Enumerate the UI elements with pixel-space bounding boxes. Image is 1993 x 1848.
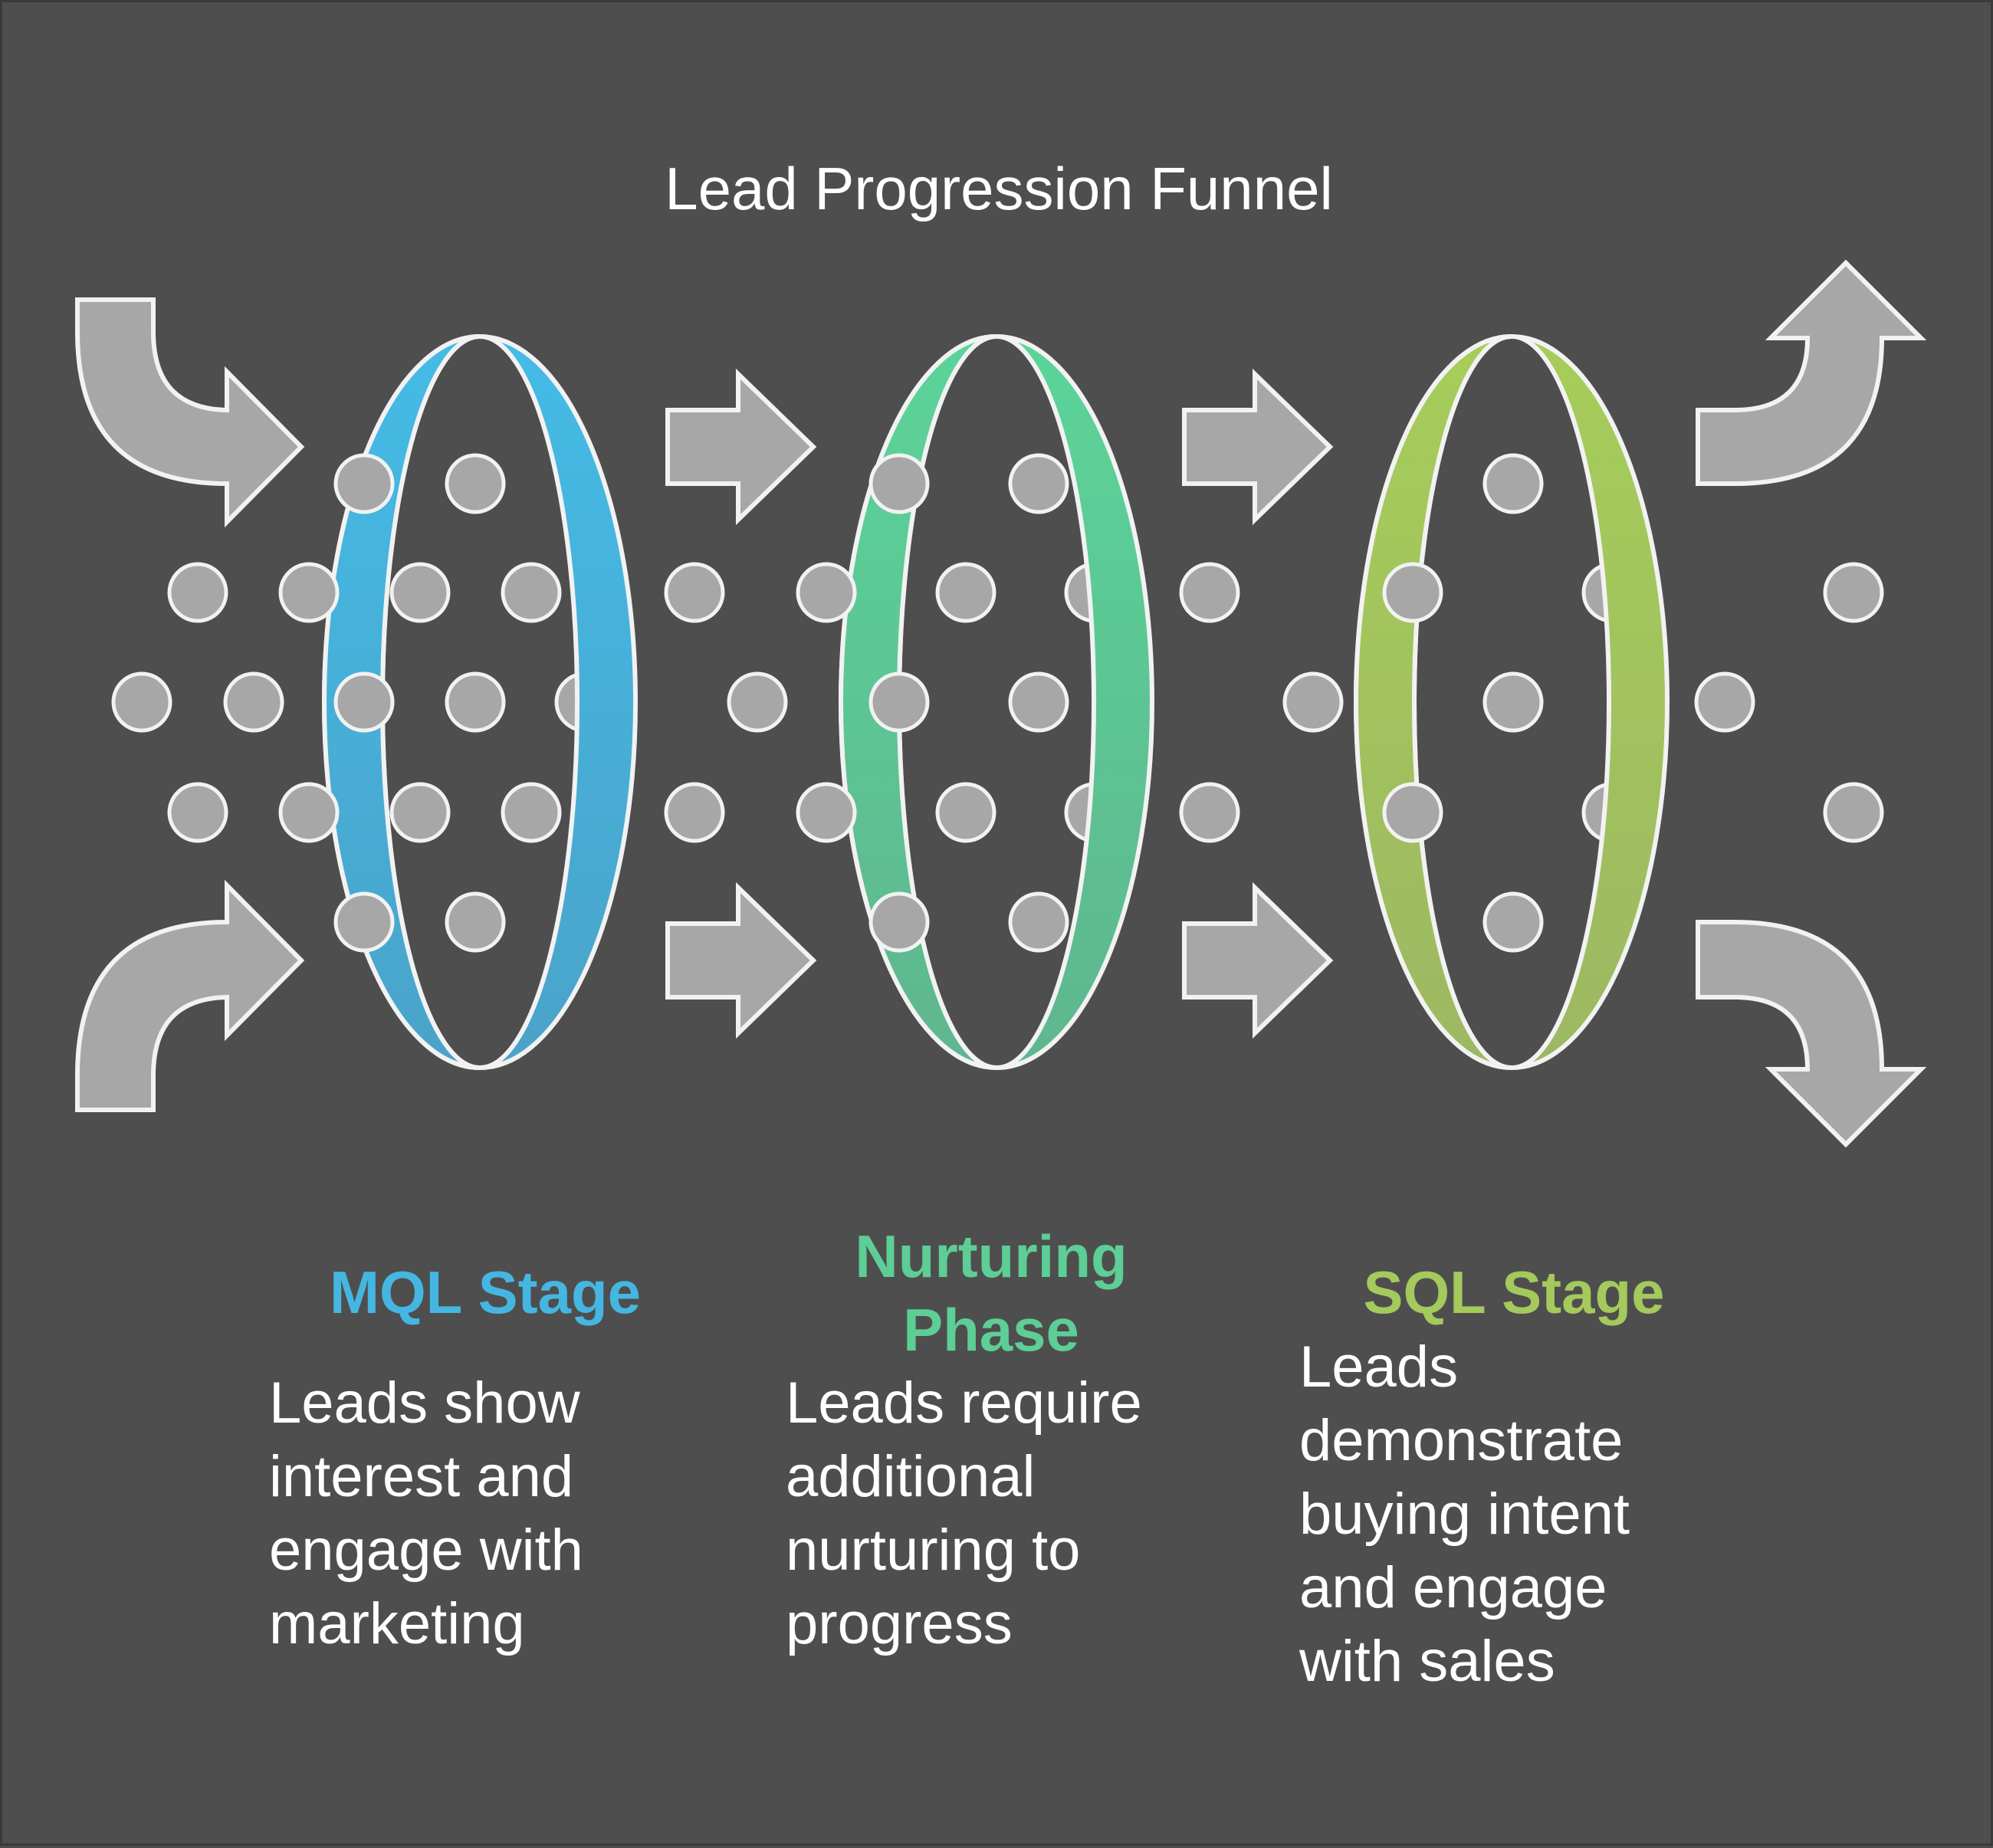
lead-dot-icon (1008, 453, 1069, 514)
lead-dot-icon (501, 782, 562, 843)
lead-dot-icon (501, 562, 562, 623)
flow-arrows (75, 259, 1927, 1148)
lead-dot-icon (868, 453, 930, 514)
right-arrow-icon (665, 881, 817, 1039)
lead-dot-icon (796, 562, 857, 623)
lead-dot-icon (223, 671, 284, 733)
lead-dot-icon (935, 562, 996, 623)
lead-dot-icon (1179, 562, 1240, 623)
stage-description-sql: Leads demonstrate buying intent and enga… (1299, 1334, 1630, 1694)
lead-dot-icon (389, 782, 451, 843)
lead-dot-icon (445, 453, 506, 514)
lead-dot-icon (1382, 562, 1443, 623)
diagram-title: Lead Progression Funnel (665, 155, 1333, 222)
lead-dot-icon (389, 562, 451, 623)
lead-dot-icon (727, 671, 788, 733)
funnel-rings (322, 333, 1670, 1071)
lead-dot-icon (1482, 891, 1544, 953)
lead-dot-icon (1823, 562, 1884, 623)
curved-arrow-icon (75, 879, 305, 1112)
lead-dot-icon (333, 671, 395, 733)
nurturing-ring-icon (839, 333, 1154, 1071)
lead-dot-icon (111, 671, 172, 733)
lead-dot-icon (1823, 782, 1884, 843)
lead-dot-icon (333, 891, 395, 953)
lead-dot-icon (167, 562, 228, 623)
lead-dot-icon (664, 782, 725, 843)
stage-description-nurturing: Leads require additional nurturing to pr… (786, 1370, 1142, 1656)
lead-dot-icon (1008, 891, 1069, 953)
lead-dot-icon (796, 782, 857, 843)
mql-ring-icon (322, 333, 638, 1071)
lead-dot-icon (278, 782, 340, 843)
lead-dot-icon (935, 782, 996, 843)
curved-arrow-icon (1696, 259, 1927, 486)
stage-description-mql: Leads show interest and engage with mark… (269, 1370, 583, 1656)
lead-dot-icon (167, 782, 228, 843)
lead-dot-icon (868, 891, 930, 953)
curved-arrow-icon (75, 297, 305, 528)
lead-dot-icon (1482, 453, 1544, 514)
lead-dot-icon (1694, 671, 1755, 733)
curved-arrow-icon (1696, 920, 1927, 1148)
lead-dot-icon (445, 671, 506, 733)
lead-dot-icon (445, 891, 506, 953)
right-arrow-icon (1182, 368, 1334, 526)
stage-title-sql: SQL Stage (1363, 1259, 1665, 1326)
lead-dot-icon (1282, 671, 1344, 733)
lead-dot-icon (868, 671, 930, 733)
stage-title-mql: MQL Stage (330, 1259, 641, 1326)
right-arrow-icon (665, 368, 817, 526)
lead-dot-icon (1382, 782, 1443, 843)
lead-dots-front (111, 453, 1884, 953)
sql-ring-icon (1354, 333, 1670, 1071)
stage-title-nurturing: Nurturing Phase (855, 1223, 1128, 1364)
lead-dot-icon (1482, 671, 1544, 733)
lead-dot-icon (1008, 671, 1069, 733)
right-arrow-icon (1182, 881, 1334, 1039)
lead-dot-icon (278, 562, 340, 623)
lead-dot-icon (333, 453, 395, 514)
lead-dot-icon (1179, 782, 1240, 843)
lead-dot-icon (664, 562, 725, 623)
